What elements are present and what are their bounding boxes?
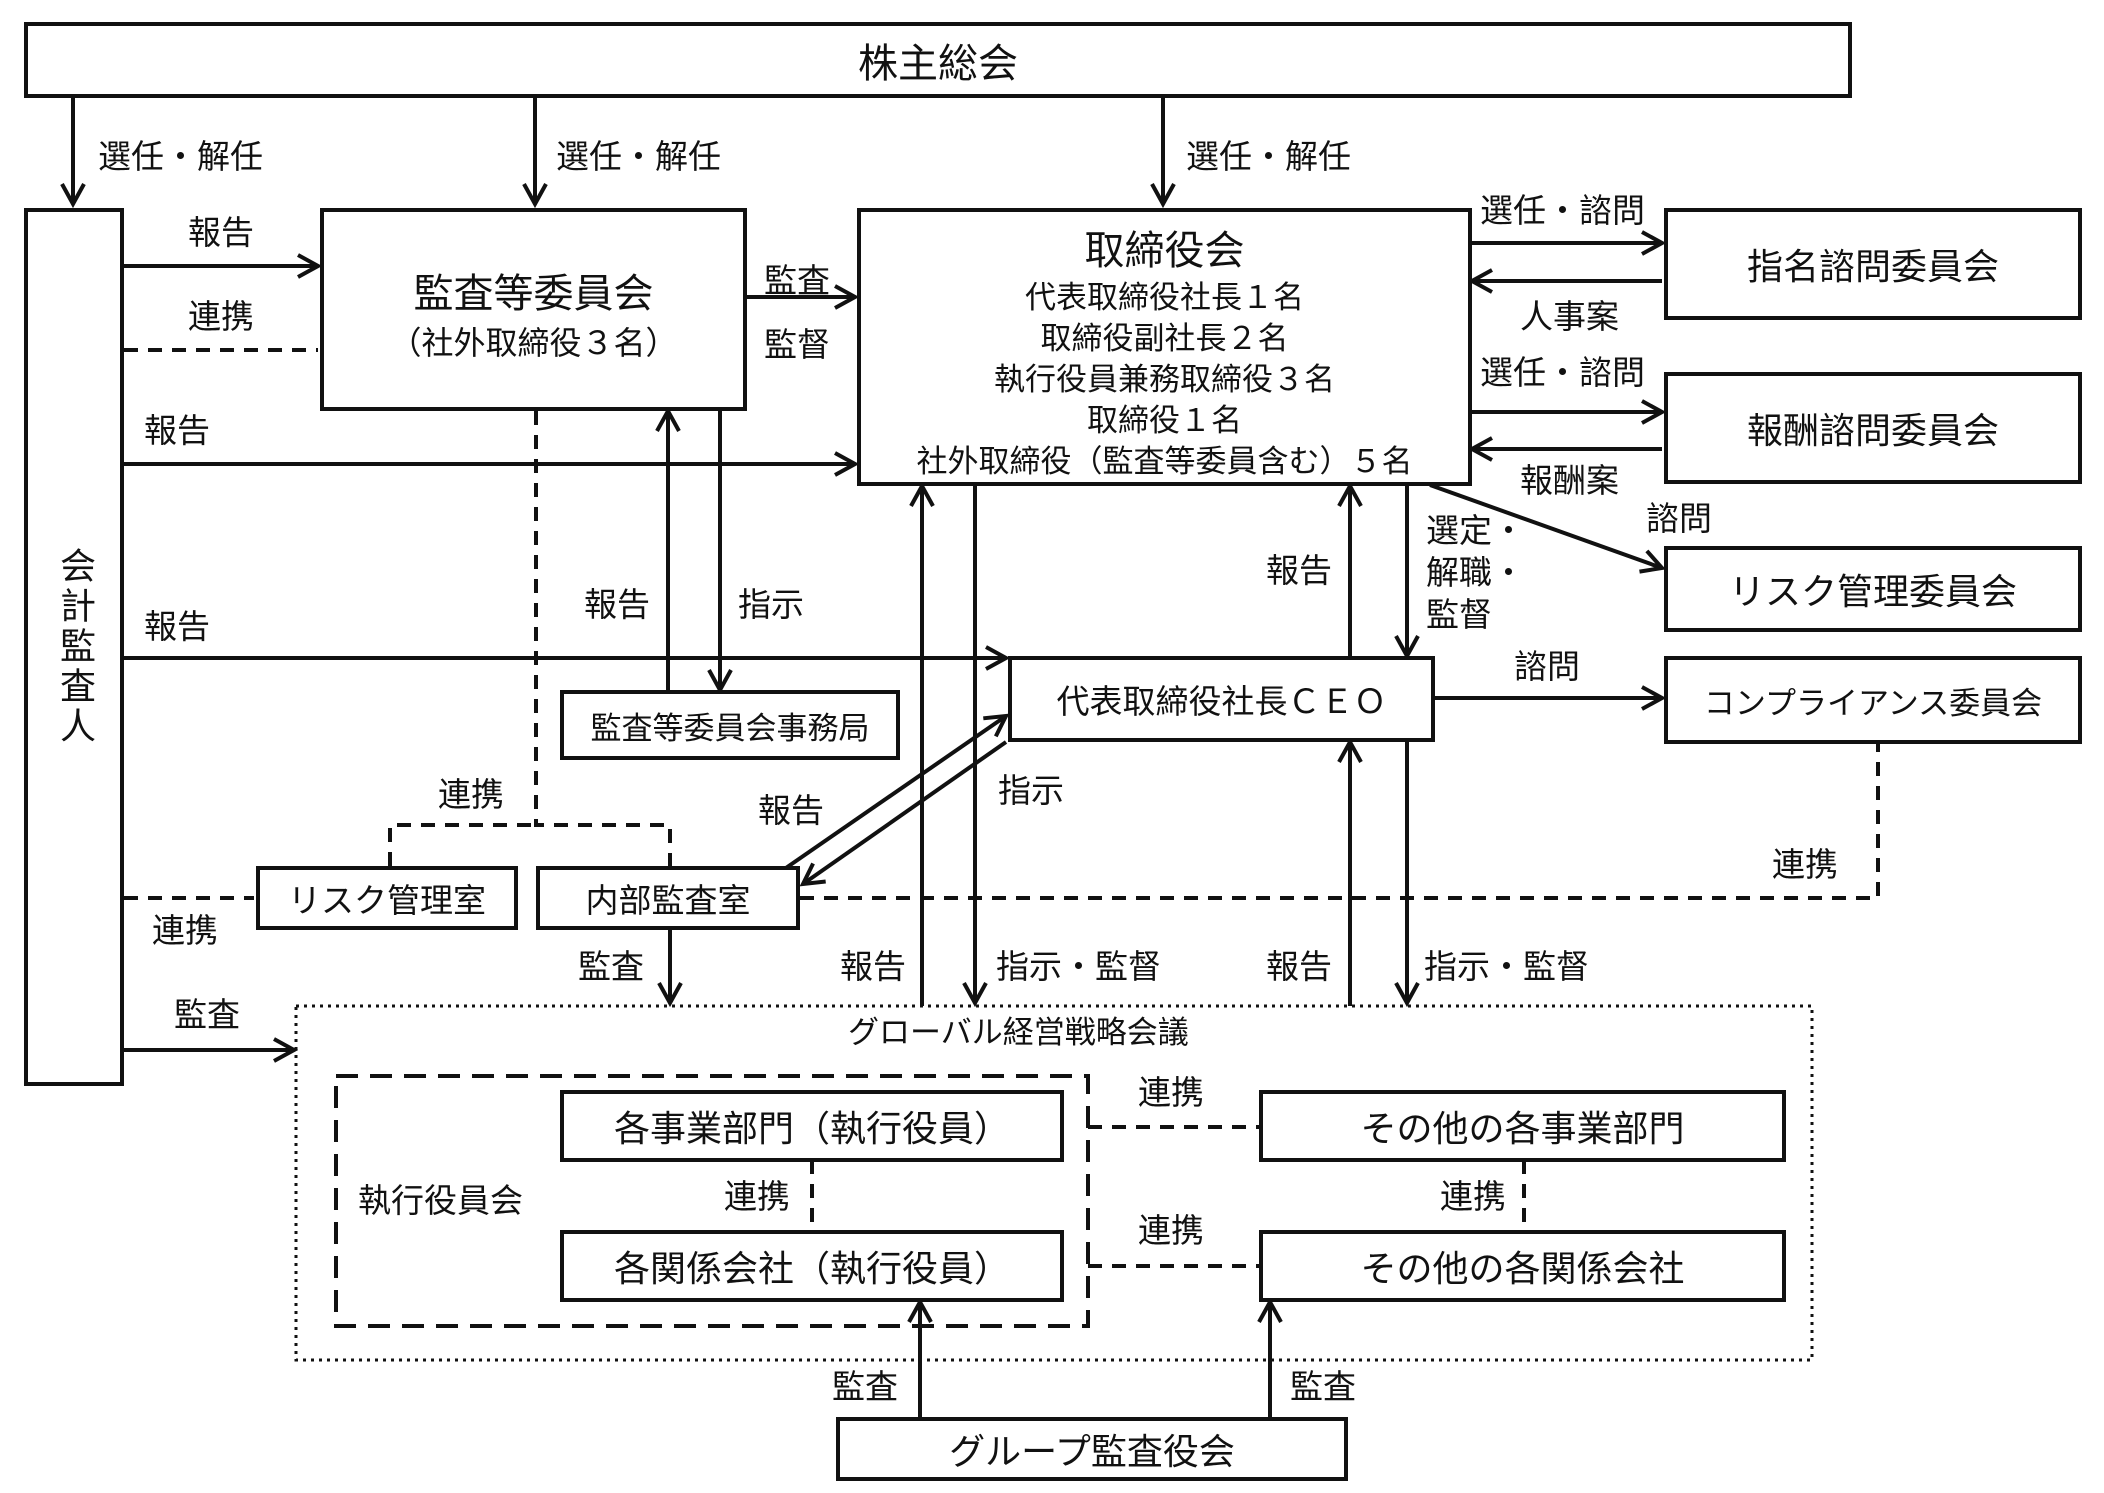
label-audit: 監査 <box>764 261 830 300</box>
label-coordination: 連携 <box>152 911 218 950</box>
label-coordination: 連携 <box>1772 845 1838 884</box>
label-compensation-proposal: 報酬案 <box>1520 461 1619 500</box>
label-elect-dismiss: 選任・解任 <box>98 137 263 176</box>
compliance-committee-label: コンプライアンス委員会 <box>1703 685 2043 722</box>
exec-committee-label: 執行役員会 <box>358 1181 523 1220</box>
label-report: 報告 <box>758 791 824 830</box>
internal-audit-label: 内部監査室 <box>585 881 751 920</box>
board-member-line: 社外取締役（監査等委員含む）５名 <box>916 444 1413 480</box>
group-audit-box: グループ監査役会 <box>836 1417 1348 1481</box>
label-instruct-supervise: 指示・監督 <box>1424 947 1589 986</box>
internal-audit-box: 内部監査室 <box>536 866 800 930</box>
audit-committee-box: 監査等委員会 （社外取締役３名） <box>320 208 747 411</box>
label-hr-proposal: 人事案 <box>1520 297 1619 336</box>
label-report: 報告 <box>1266 947 1332 986</box>
label-instruct: 指示 <box>998 771 1064 810</box>
other-affiliates-label: その他の各関係会社 <box>1360 1249 1685 1290</box>
ceo-label: 代表取締役社長ＣＥＯ <box>1056 682 1387 721</box>
label-coordination: 連携 <box>724 1177 790 1216</box>
label-elect-dismiss: 選任・解任 <box>556 137 721 176</box>
label-report: 報告 <box>188 213 254 252</box>
other-divisions-label: その他の各事業部門 <box>1360 1109 1685 1150</box>
label-report: 報告 <box>840 947 906 986</box>
label-elect-consult: 選任・諮問 <box>1480 353 1645 392</box>
label-supervise: 監督 <box>764 325 830 364</box>
board-member-line: 執行役員兼務取締役３名 <box>994 362 1335 398</box>
label-audit: 監査 <box>1290 1367 1356 1406</box>
risk-committee-label: リスク管理委員会 <box>1728 572 2017 613</box>
label-appoint: 解職・ <box>1426 553 1525 592</box>
shareholders-box: 株主総会 <box>24 22 1852 98</box>
label-audit: 監査 <box>832 1367 898 1406</box>
label-coordination: 連携 <box>188 297 254 336</box>
label-coordination: 連携 <box>1138 1211 1204 1250</box>
nomination-committee-box: 指名諮問委員会 <box>1664 208 2082 320</box>
label-instruct: 指示 <box>738 585 804 624</box>
group-audit-label: グループ監査役会 <box>949 1432 1235 1473</box>
risk-committee-box: リスク管理委員会 <box>1664 546 2082 632</box>
label-audit: 監査 <box>578 947 644 986</box>
risk-office-box: リスク管理室 <box>256 866 518 930</box>
label-instruct-supervise: 指示・監督 <box>996 947 1161 986</box>
label-elect-consult: 選任・諮問 <box>1480 191 1645 230</box>
board-member-line: 取締役１名 <box>1087 403 1242 439</box>
label-coordination: 連携 <box>438 775 504 814</box>
label-appoint: 選定・ <box>1426 511 1525 550</box>
label-consult: 諮問 <box>1514 647 1580 686</box>
board-title: 取締役会 <box>1084 228 1245 274</box>
label-report: 報告 <box>144 607 210 646</box>
label-elect-dismiss: 選任・解任 <box>1186 137 1351 176</box>
label-report: 報告 <box>1266 551 1332 590</box>
other-affiliates-box: その他の各関係会社 <box>1259 1230 1786 1302</box>
affiliates-box: 各関係会社（執行役員） <box>560 1230 1064 1302</box>
accounting-auditor-label: 会計監査人 <box>54 547 95 747</box>
affiliates-label: 各関係会社（執行役員） <box>613 1249 1010 1290</box>
shareholders-label: 株主総会 <box>858 41 1018 87</box>
business-divisions-label: 各事業部門（執行役員） <box>613 1109 1010 1150</box>
board-member-line: 取締役副社長２名 <box>1040 321 1289 357</box>
business-divisions-box: 各事業部門（執行役員） <box>560 1090 1064 1162</box>
nomination-committee-label: 指名諮問委員会 <box>1746 247 1999 288</box>
label-coordination: 連携 <box>1138 1073 1204 1112</box>
other-divisions-box: その他の各事業部門 <box>1259 1090 1786 1162</box>
audit-committee-subtitle: （社外取締役３名） <box>389 323 678 362</box>
label-consult: 諮問 <box>1646 499 1712 538</box>
ceo-box: 代表取締役社長ＣＥＯ <box>1008 656 1435 742</box>
label-appoint: 監督 <box>1426 595 1492 634</box>
board-box: 取締役会 代表取締役社長１名 取締役副社長２名 執行役員兼務取締役３名 取締役１… <box>857 208 1472 486</box>
accounting-auditor-box: 会計監査人 <box>24 208 124 1086</box>
board-member-line: 代表取締役社長１名 <box>1025 280 1304 316</box>
risk-office-label: リスク管理室 <box>288 881 486 920</box>
label-audit: 監査 <box>174 995 240 1034</box>
audit-committee-title: 監査等委員会 <box>413 270 654 317</box>
compensation-committee-box: 報酬諮問委員会 <box>1664 372 2082 484</box>
audit-office-label: 監査等委員会事務局 <box>590 710 870 747</box>
global-meeting-label: グローバル経営戦略会議 <box>848 1015 1189 1051</box>
compensation-committee-label: 報酬諮問委員会 <box>1746 411 1999 452</box>
compliance-committee-box: コンプライアンス委員会 <box>1664 656 2082 744</box>
label-report: 報告 <box>144 411 210 450</box>
label-report: 報告 <box>584 585 650 624</box>
label-coordination: 連携 <box>1440 1177 1506 1216</box>
audit-office-box: 監査等委員会事務局 <box>560 690 900 760</box>
